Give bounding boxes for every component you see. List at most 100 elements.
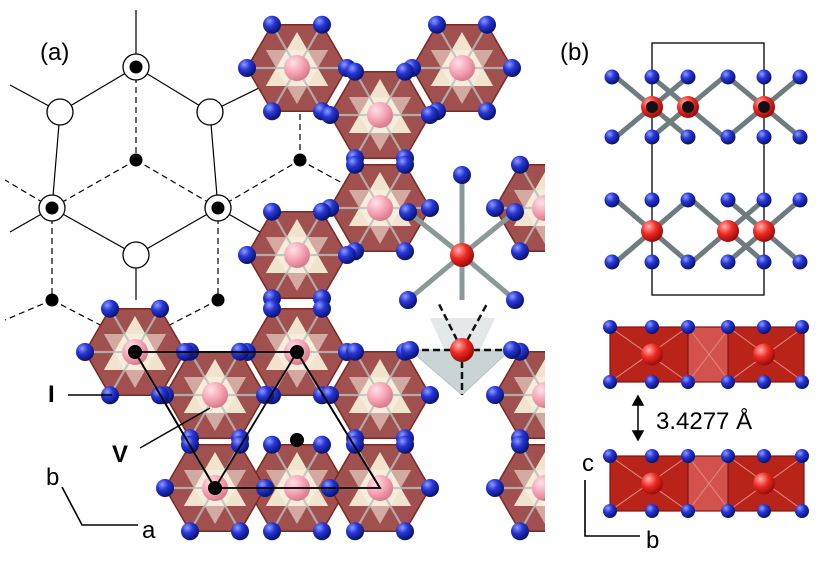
metal-ligand-bond (544, 395, 545, 398)
ligand-atom (156, 479, 174, 497)
ligand-atom (586, 199, 604, 217)
ligand-atom (396, 242, 414, 261)
ligand-atom (263, 15, 281, 34)
ligand-atom (478, 102, 496, 121)
ligand-atom (399, 203, 417, 221)
ligand-atom (561, 429, 579, 447)
ligand-atom (346, 342, 364, 361)
ligand-atom (561, 242, 579, 260)
ligand-atom (396, 62, 414, 81)
occupied-site-dot (129, 60, 143, 74)
ligand-atom (486, 199, 504, 217)
ligand-atom (338, 246, 356, 264)
octahedron (238, 202, 356, 308)
lattice-dashed-bond (4, 299, 53, 321)
octahedron (238, 15, 356, 121)
ligand-atom (453, 166, 471, 184)
polyhedral-slab (603, 449, 809, 518)
ligand-atom (757, 504, 771, 518)
ligand-atom (644, 69, 660, 85)
ligand-atom (721, 504, 735, 518)
ligand-atom (756, 69, 772, 85)
lattice-dot (290, 345, 304, 359)
ligand-atom (756, 129, 772, 145)
lattice-bond (51, 111, 61, 209)
empty-site (196, 98, 224, 126)
octahedron (486, 342, 604, 448)
ligand-atom (396, 435, 414, 454)
ligand-atom (586, 386, 604, 404)
unit-cell-diagonal (296, 351, 381, 489)
ligand-atom (231, 435, 249, 454)
ligand-atom (181, 522, 199, 541)
unit-cell-outline (133, 351, 382, 489)
prism-bond (460, 301, 490, 351)
octahedron (321, 342, 439, 448)
axis-c-label-b: c (582, 450, 594, 477)
metal-atom-red (753, 472, 775, 495)
metal-ligand-bond (544, 205, 545, 208)
lattice-dot (45, 293, 59, 307)
ligand-atom (645, 504, 659, 518)
ligand-atom (795, 320, 809, 334)
ligand-atom (680, 192, 696, 208)
lattice-bond (51, 207, 137, 256)
site-V-label: V (112, 441, 128, 468)
metal-ligand-bond (544, 488, 545, 491)
ligand-atom (603, 320, 617, 334)
occupied-site-dot (211, 201, 225, 215)
ligand-atom (151, 299, 169, 318)
ligand-atom (256, 386, 274, 404)
metal-atom (367, 195, 393, 221)
metal-core (682, 101, 694, 113)
ligand-atom (644, 192, 660, 208)
unit-cell-diagonal (214, 351, 298, 489)
lattice-dot (211, 293, 225, 307)
trigonal-prism-site (399, 166, 524, 396)
ligand-atom (561, 522, 579, 540)
octahedron (486, 155, 604, 261)
ligand-atom (681, 320, 695, 334)
axis-arrow-icon (584, 480, 640, 537)
ligand-atom (511, 155, 529, 174)
axis-b-label-b: b (646, 527, 659, 554)
ligand-atom (401, 341, 419, 359)
lattice-dashed-bond (135, 159, 219, 209)
ligand-atom (263, 435, 281, 454)
ligand-atom (478, 15, 496, 34)
ligand-atom (511, 522, 529, 541)
site-I-label: I (48, 381, 55, 408)
lattice-dot (293, 153, 307, 167)
ligand-atom (681, 449, 695, 463)
ligand-atom (721, 449, 735, 463)
metal-ligand-bond (544, 392, 545, 395)
metal-atom-red (641, 472, 663, 495)
octahedron (486, 435, 579, 541)
ligand-atom (603, 504, 617, 518)
ligand-atom (561, 436, 579, 454)
ligand-atom (645, 449, 659, 463)
ligand-atom (681, 375, 695, 389)
ligand-atom (644, 129, 660, 145)
occupied-site-dot (45, 201, 59, 215)
metal-core (646, 101, 658, 113)
panel-b-label: (b) (560, 39, 589, 66)
metal-ligand-bond (544, 485, 545, 488)
ligand-atom (396, 155, 414, 174)
ligand-atom (604, 254, 620, 270)
ligand-atom (720, 69, 736, 85)
ligand-atom (644, 254, 660, 270)
ligand-atom (428, 15, 446, 34)
ligand-atom (604, 192, 620, 208)
ligand-atom (263, 202, 281, 221)
ligand-atom (604, 129, 620, 145)
lattice-dot (128, 345, 142, 359)
ligand-atom (421, 386, 439, 404)
ligand-atom (238, 246, 256, 264)
octahedra-layer (76, 15, 604, 541)
ligand-atom (603, 449, 617, 463)
ligand-atom (795, 375, 809, 389)
ligand-atom (506, 291, 524, 309)
ligand-atom (511, 242, 529, 261)
